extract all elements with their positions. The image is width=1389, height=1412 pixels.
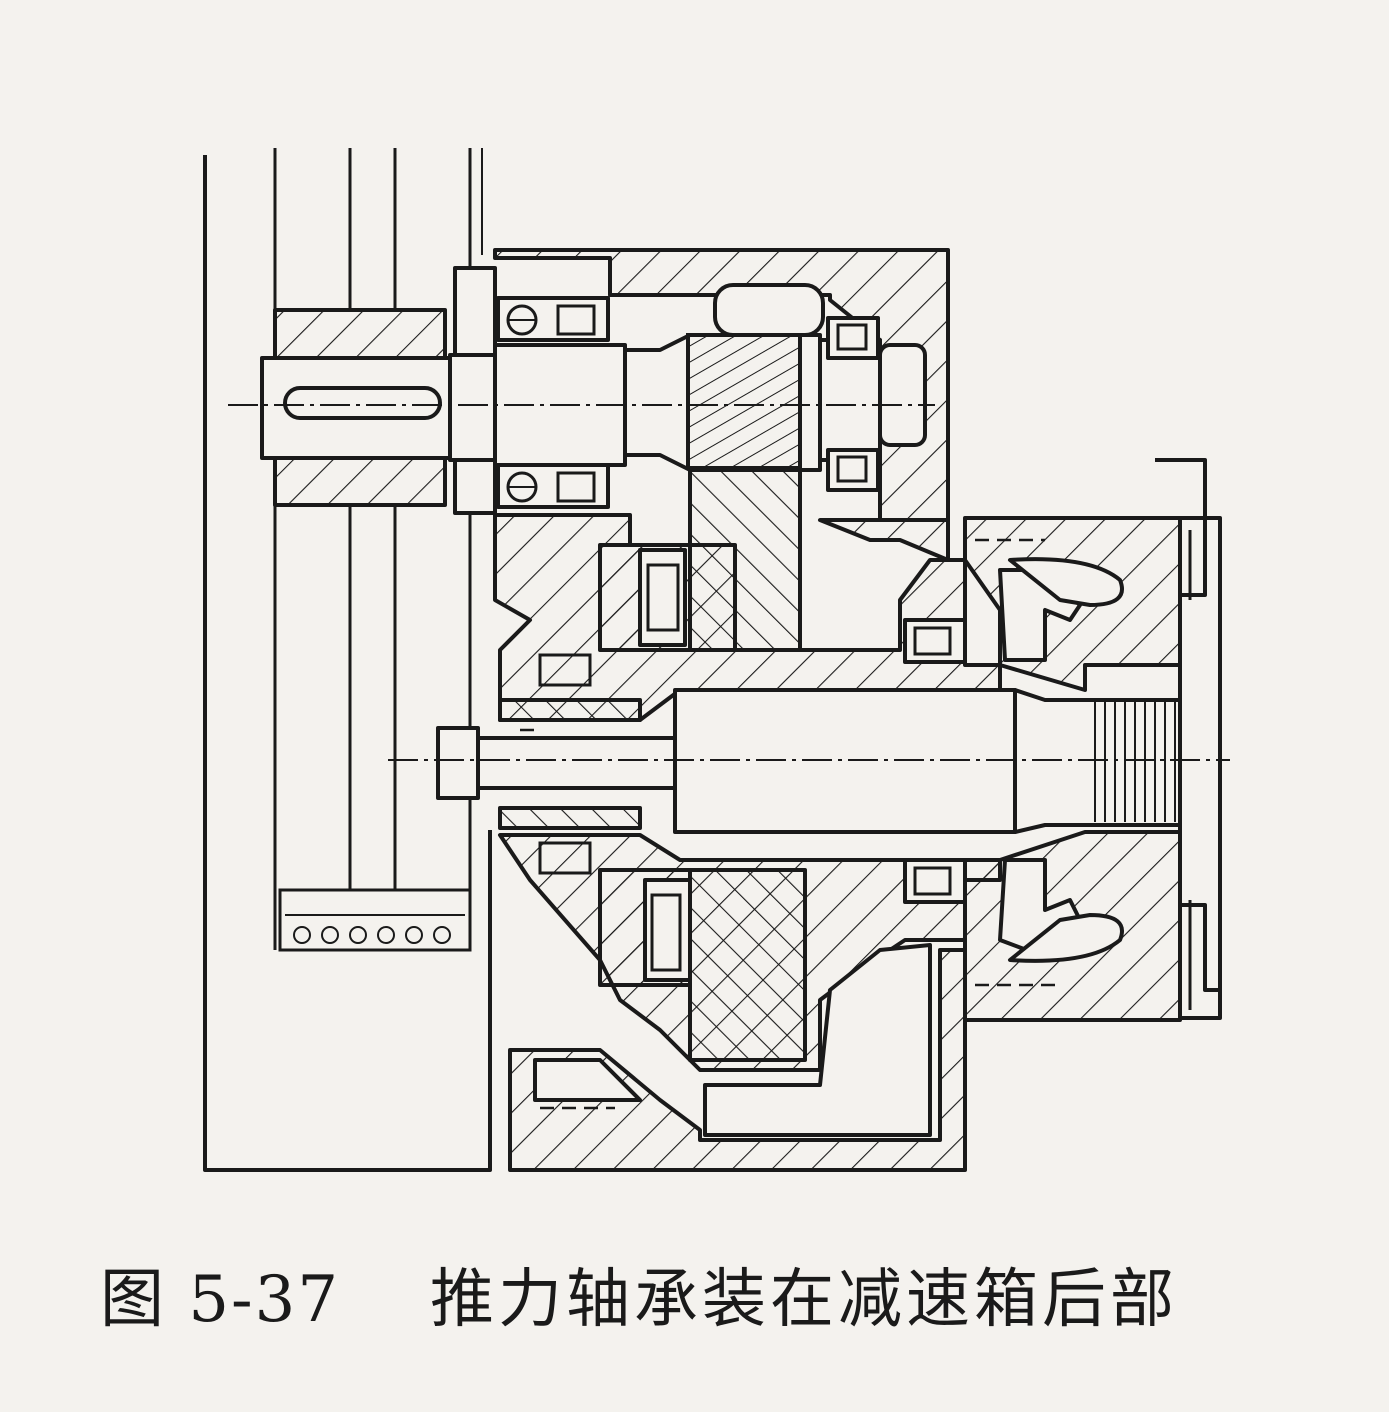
- thread-lines: [1094, 702, 1176, 822]
- ball-bearing-top: [496, 296, 610, 342]
- figure-number: 图 5-37: [100, 1263, 341, 1337]
- frame-lines: [203, 148, 492, 1172]
- roller-row: [285, 914, 465, 944]
- bull-gear: [598, 283, 825, 1062]
- thrust-bearing-housing: [963, 458, 1222, 1022]
- pinion-shaft: [448, 266, 927, 515]
- center-lines: [228, 404, 1230, 761]
- figure-caption: 图 5-37 推力轴承装在减速箱后部: [0, 1248, 1389, 1338]
- roller-bearing-right: [826, 316, 880, 492]
- ball-bearing-bottom: [496, 463, 610, 509]
- wheel-spokes: [273, 505, 472, 952]
- bolt-dashes: [520, 538, 1060, 1110]
- coupling-hub: [260, 308, 454, 507]
- figure-caption-text: 推力轴承装在减速箱后部: [430, 1263, 1178, 1337]
